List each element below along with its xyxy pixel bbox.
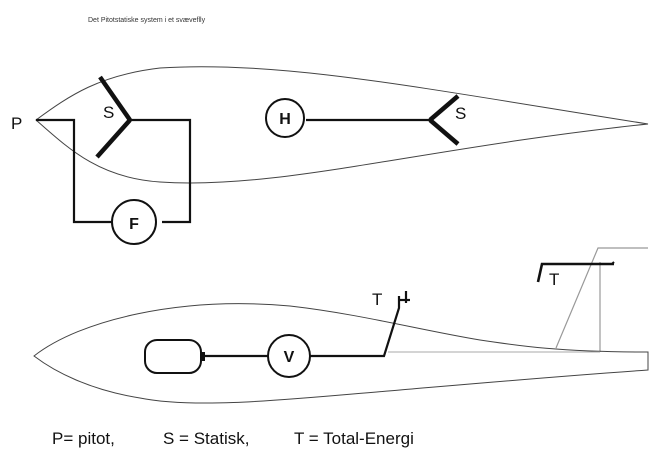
static-rear-label: S xyxy=(455,104,466,123)
legend-total-energy: T = Total-Energi xyxy=(294,429,414,448)
legend-pitot: P= pitot, xyxy=(52,429,115,448)
altimeter-label: H xyxy=(279,111,291,128)
altimeter-instrument: H xyxy=(265,98,305,138)
diagram-title: Det Pitotstatiske system i et svæveflly xyxy=(88,17,206,24)
bottom-fuselage-outline xyxy=(33,303,649,404)
variometer-instrument: V xyxy=(267,334,311,378)
static-front-label: S xyxy=(103,103,114,122)
legend-static: S = Statisk, xyxy=(163,429,249,448)
airspeed-instrument: F xyxy=(111,199,157,245)
pitot-line xyxy=(36,118,112,224)
te-label-fuselage: T xyxy=(372,290,382,309)
te-label-fin: T xyxy=(549,270,559,289)
fin-outline xyxy=(555,247,648,352)
te-probe-line xyxy=(310,296,401,358)
te-probe-fin xyxy=(536,262,614,283)
top-fuselage-outline xyxy=(35,66,649,184)
fin-te-line xyxy=(611,261,615,265)
rear-static-ports xyxy=(428,94,460,146)
static-to-airspeed-line xyxy=(130,118,192,224)
capacity-flask xyxy=(144,339,205,374)
airspeed-label: F xyxy=(129,216,139,233)
front-static-ports xyxy=(95,75,132,159)
variometer-label: V xyxy=(284,349,295,366)
pitot-label: P xyxy=(11,114,22,133)
